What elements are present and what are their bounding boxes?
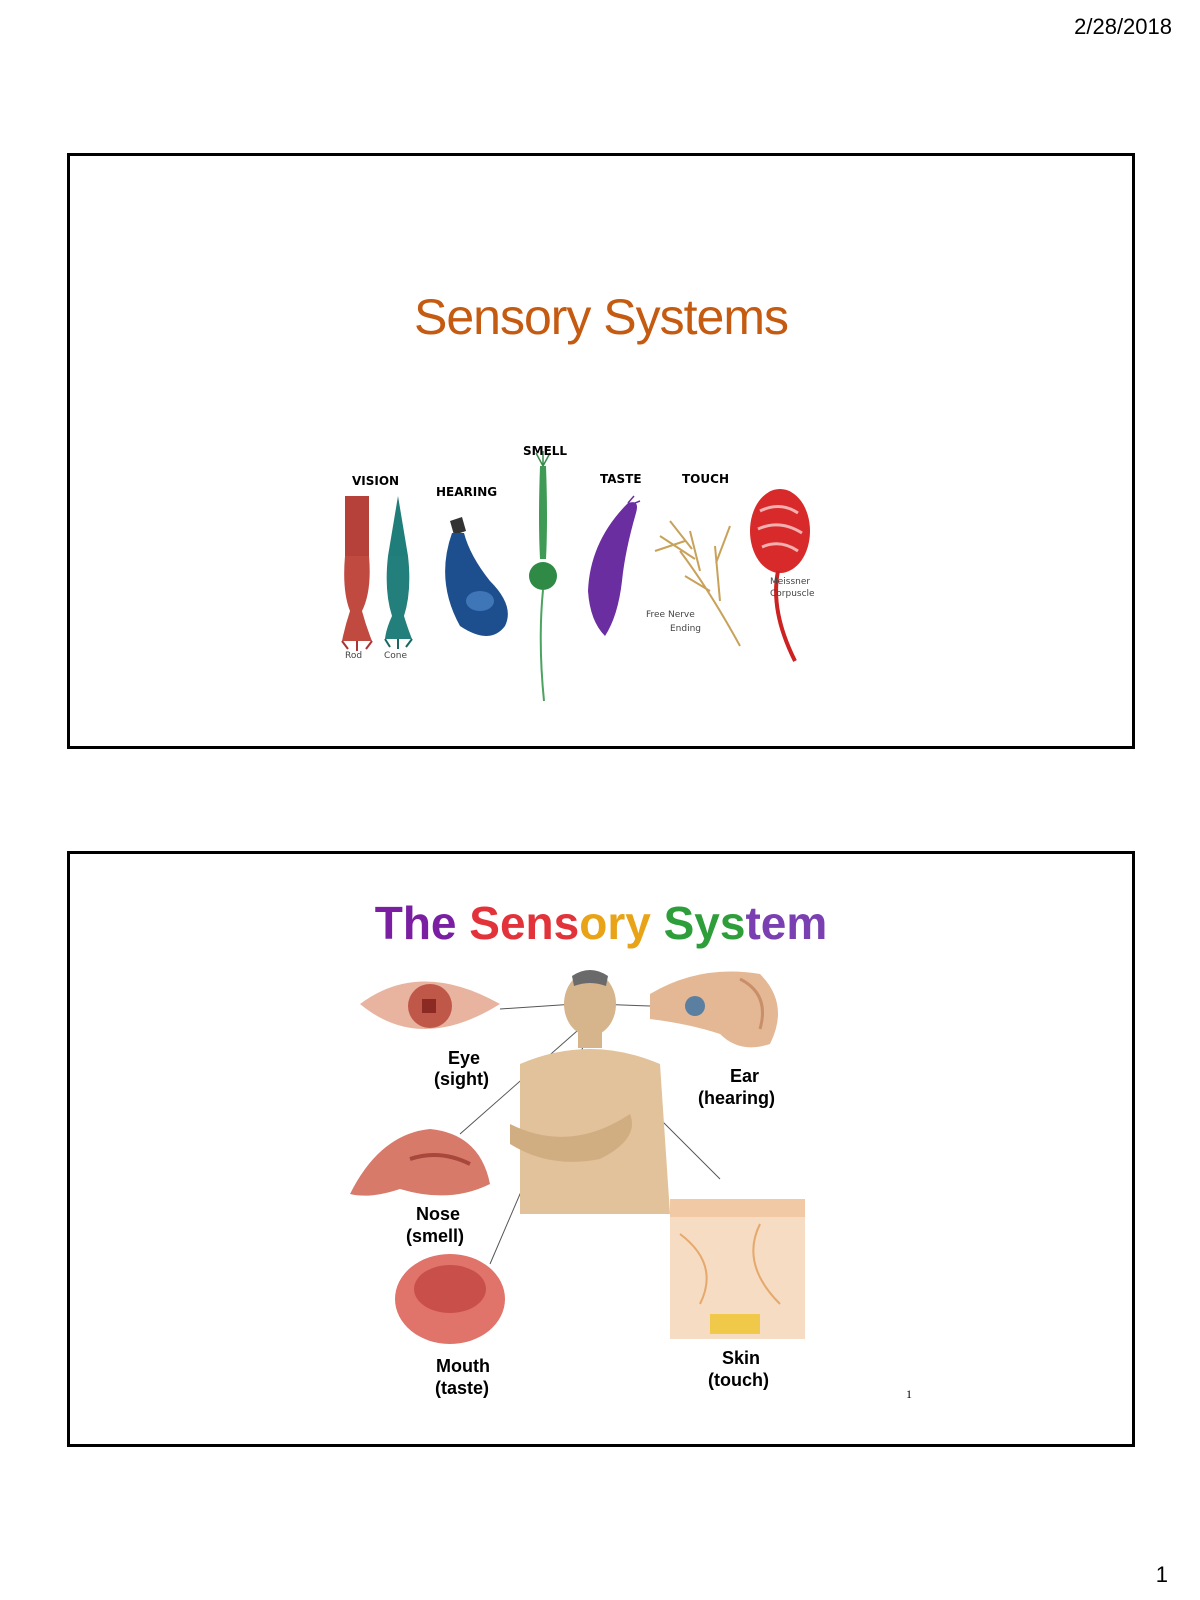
eye-label-line1: Eye xyxy=(448,1048,480,1068)
hair-cell-illustration xyxy=(445,517,508,636)
skin-illustration xyxy=(670,1199,805,1339)
human-figure-illustration xyxy=(510,970,670,1214)
slide-number: 1 xyxy=(906,1387,912,1401)
title-part-4: Sys xyxy=(663,897,746,949)
taste-label: TASTE xyxy=(600,472,642,486)
slide-1: Sensory Systems xyxy=(67,153,1135,749)
meissner-corpuscle-illustration xyxy=(750,489,810,662)
hearing-label: HEARING xyxy=(436,485,497,499)
title-part-5: tem xyxy=(745,897,828,949)
mouth-label-line1: Mouth xyxy=(436,1356,490,1376)
sensory-system-illustration: Eye (sight) Ear (hearing) Nose (smell) M… xyxy=(350,970,805,1398)
smell-label: SMELL xyxy=(523,444,567,458)
ear-label-line1: Ear xyxy=(730,1066,759,1086)
slide-2-title: The Sensory System xyxy=(70,896,1132,950)
nose-label-line2: (smell) xyxy=(406,1226,464,1246)
page-number: 1 xyxy=(1155,1562,1168,1587)
cone-label: Cone xyxy=(384,651,407,661)
eye-label-line2: (sight) xyxy=(434,1069,489,1089)
skin-label-line1: Skin xyxy=(722,1348,760,1368)
rod-cell-illustration xyxy=(341,496,373,651)
mouth-label-line2: (taste) xyxy=(435,1378,489,1398)
mouth-illustration xyxy=(395,1254,505,1344)
free-nerve-label-line1: Free Nerve xyxy=(646,610,695,620)
vision-label: VISION xyxy=(352,474,399,488)
nose-label-line1: Nose xyxy=(416,1204,460,1224)
touch-label: TOUCH xyxy=(682,472,729,486)
sensory-receptors-illustration: VISION HEARING SMELL TASTE TOUCH Rod Con… xyxy=(341,444,815,702)
nose-illustration xyxy=(350,1129,490,1196)
taste-cell-illustration xyxy=(588,495,641,636)
title-part-2: Sens xyxy=(469,897,580,949)
ear-label-line2: (hearing) xyxy=(698,1088,775,1108)
free-nerve-ending-illustration xyxy=(654,520,741,647)
olfactory-neuron-illustration xyxy=(529,451,557,702)
ear-illustration xyxy=(650,971,778,1048)
free-nerve-label-line2: Ending xyxy=(670,624,701,634)
skin-label-line2: (touch) xyxy=(708,1370,769,1390)
eye-illustration xyxy=(360,981,500,1029)
meissner-label-line2: Corpuscle xyxy=(770,589,815,599)
rod-label: Rod xyxy=(345,651,362,661)
title-part-1: The xyxy=(374,897,470,949)
slide-2: The Sensory System xyxy=(67,851,1135,1447)
cone-cell-illustration xyxy=(384,496,413,649)
title-part-3: ory xyxy=(579,897,664,949)
meissner-label-line1: Meissner xyxy=(770,577,810,587)
slide-1-title: Sensory Systems xyxy=(413,289,789,345)
document-date: 2/28/2018 xyxy=(1074,14,1172,39)
